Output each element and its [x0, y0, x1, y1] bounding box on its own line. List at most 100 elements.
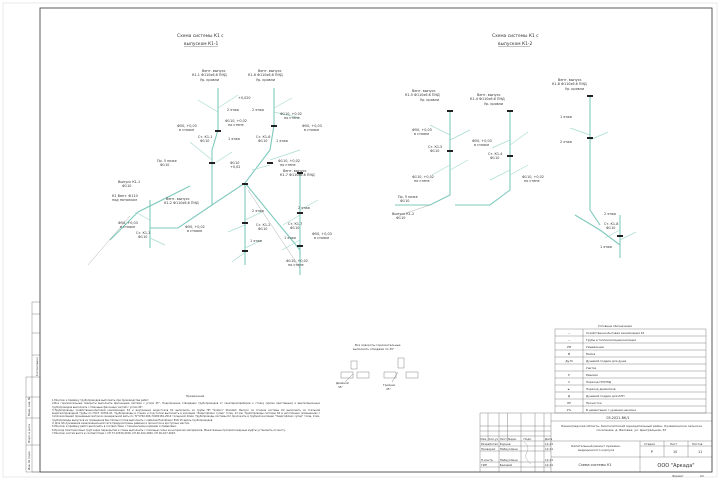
drawing-label: К1-8 Ф110х6.6 ПНД [552, 82, 587, 86]
drawing-label: в стояке [414, 132, 429, 136]
scheme2-fittings [447, 95, 623, 237]
drawing-label: №док. [508, 437, 517, 441]
drawing-label: Вент. выпуск [283, 169, 307, 173]
drawing-label: +0,020 [238, 96, 251, 100]
drawing-label: К1-2 Ф110х6.6 ПНД [164, 201, 199, 205]
legend-symbol: ► [568, 387, 571, 391]
drawing-label: Ф110, +0,02 [278, 159, 300, 163]
note-item: 6.Проход пластмассовых труб через перекр… [52, 428, 286, 432]
drawing-label: Ур. кровли [565, 87, 584, 91]
drawing-label: 12.21 [545, 447, 553, 451]
drawing-label: Ф110, +0,02 [225, 119, 247, 123]
drawing-label: 2 этаж [227, 108, 239, 112]
note-item: 7.Монтаж систем вести в соответствии с С… [52, 431, 176, 435]
drawing-label: Дата [545, 437, 553, 441]
drawing-label: Ф50, +0,03 [177, 124, 197, 128]
legend-symbol: Ду.М [565, 359, 573, 363]
drawing-label: в стояке [179, 128, 194, 132]
drawing-label: Ст. К1-2 [256, 223, 270, 227]
drawing-label: Ф110 [258, 227, 267, 231]
note-item: 2.Все горизонтальные повороты выполнить … [52, 402, 320, 409]
notes-title: Примечания [186, 394, 205, 398]
side-stamp: Инв. № подл. Подп. и дата Взам. инв. № С… [25, 301, 41, 473]
drawing-label: 12.21 [545, 463, 553, 467]
drawing-label: Ур. кровли [256, 78, 275, 82]
legend-label: Трубы в теплоизоляции/изоляция [585, 338, 636, 342]
scheme1-labels: Вент. выпуск К1-1 Ф110х6.6 ПНД Ур. кровл… [112, 69, 332, 267]
drawing-label: Набиуллина [500, 447, 518, 451]
fittings-detail: Все повороты горизонтальные выполнять от… [336, 343, 419, 391]
address: Ленинградская область, Кингисеппский мун… [560, 424, 703, 432]
drawing-label: К1-4 Ф110х6.6 ПНД [470, 97, 505, 101]
drawing-label: Кол.уч [489, 437, 499, 441]
drawing-label: 2 этаж [560, 140, 572, 144]
drawing-label: Ур. кровли [420, 98, 439, 102]
drawing-label: Формат [672, 474, 684, 478]
title-block: Изм. Кол.уч Лист №док. Подп. Дата Разраб… [479, 412, 713, 478]
drawing-label: в стояке [314, 236, 329, 240]
drawing-label: Ст. К1-1 [198, 135, 212, 139]
drawing-label: Ф110, +0,02 [286, 259, 308, 263]
drawing-label: Ст. К1-5 [428, 145, 442, 149]
drawing-label: Ф50, +0,02 [185, 225, 205, 229]
drawing-label: Белевой [500, 463, 513, 467]
note-item: 3.Трубопроводы хозяйственно-бытовой кана… [52, 408, 320, 422]
object-name: Капитальный ремонт приемно-медицинского … [571, 444, 621, 452]
drawing-label: по стене [524, 179, 540, 183]
drawing-label: Вент. выпуск [166, 197, 190, 201]
company: ООО "Аркада" [657, 463, 694, 469]
drawing-label: Лист [670, 442, 677, 446]
drawing-label: Ф110 [122, 184, 131, 188]
drawing-label: Ф50, +0,03 [472, 139, 492, 143]
drawing-label: Стадия [644, 442, 655, 446]
legend-label: Прочистка [586, 401, 602, 405]
drawing-label: Ст. К1-3 [136, 231, 150, 235]
drawing-label: Ф50, +0,03 [118, 221, 138, 225]
sheet-title: Схема системы К1 [578, 463, 611, 467]
legend-symbol: — [568, 331, 571, 335]
drawing-label: Подп. [524, 437, 533, 441]
legend-label: Унитаз [586, 366, 597, 370]
drawing-label: по стене [288, 263, 304, 267]
drawing-label: Ф110 [200, 139, 209, 143]
drawing-label: 1 этаж [250, 239, 262, 243]
drawing-label: К1-6 Ф110х6.6 ПНД [248, 73, 283, 77]
drawing-label: 1 этаж [560, 115, 572, 119]
legend-symbol: — [568, 338, 571, 342]
drawing-label: Разработал [481, 442, 498, 446]
drawing-label: Н.контр. [481, 458, 494, 462]
stamp-sign: Подп. и дата [27, 424, 31, 443]
drawing-label: 2 этаж [298, 206, 310, 210]
drawing-label: под потолком [112, 198, 137, 202]
scheme2-subtitle: выпуском К1-2 [498, 41, 532, 47]
drawing-label: Ф110, +0,02 [412, 175, 434, 179]
scheme1-subtitle: выпуском К1-1 [184, 41, 218, 47]
scheme-k1-1: Схема системы К1 с выпуском К1-1 [87, 33, 332, 275]
legend-symbol: Р [568, 373, 570, 377]
sheet-number: 10 [673, 450, 677, 454]
legend-label: Душевой поддон для душа [586, 359, 626, 363]
drawing-label: Ф110 [160, 163, 169, 167]
scheme2-title: Схема системы К1 с [492, 33, 539, 39]
drawing-label: Ур. кровли [484, 102, 503, 106]
drawing-label: Тройник [382, 383, 396, 387]
drawing-label: Выпуск К1-1 [118, 180, 140, 184]
drawing-label: 12.21 [545, 458, 553, 462]
drawing-label: в стояке [474, 143, 489, 147]
drawing-label: Вент. выпуск [202, 69, 226, 73]
drawing-label: Ур. кровли [200, 78, 219, 82]
drawing-label: Пр. 5 ниже [157, 159, 177, 163]
legend: Условные обозначения —Хозяйственно-бытов… [554, 324, 707, 414]
drawing-label: 12.21 [545, 442, 553, 446]
note-item: 5.Монтаж и приёмку работ выполнять в соо… [52, 425, 177, 429]
drawing-label: Вент. выпуск [558, 78, 582, 82]
drawing-label: по стене [284, 116, 300, 120]
drawing-label: Ф110 [430, 149, 439, 153]
drawing-label: 2 этаж [252, 209, 264, 213]
legend-symbol: 2% [567, 408, 572, 412]
drawing-label: ГИП [481, 463, 487, 467]
drawing-label: 45° [338, 385, 344, 389]
drawing-label: Ф110 [400, 199, 409, 203]
